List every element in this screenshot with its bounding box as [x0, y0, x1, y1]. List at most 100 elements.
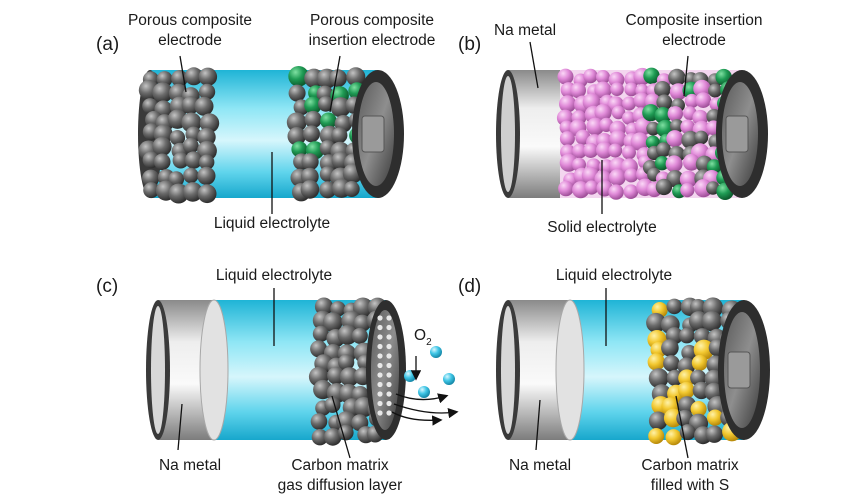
electrode-particle	[331, 127, 348, 144]
electrode-particle	[655, 178, 673, 196]
panel-a-lead-right	[329, 55, 341, 113]
solid-electrolyte-particle	[608, 184, 624, 200]
panel-c-label-top: Liquid electrolyte	[216, 267, 332, 284]
electrode-particle	[654, 156, 670, 171]
solid-electrolyte-particle	[583, 68, 598, 84]
electrode-particle	[304, 110, 322, 129]
solid-electrolyte-particle	[594, 103, 612, 122]
carbon-particle	[337, 325, 358, 345]
solid-electrolyte-particle	[584, 180, 599, 195]
carbon-particle	[324, 396, 341, 413]
carbon-particle	[197, 184, 217, 204]
panel-a-insertion-electrode	[286, 66, 367, 202]
panel-c-gas-label: O2	[414, 327, 432, 348]
carbon-particle	[199, 154, 215, 170]
carbon-particle	[312, 325, 329, 342]
panel-a-label-bottom: Liquid electrolyte	[214, 215, 330, 232]
electrode-particle	[656, 94, 673, 111]
electrode-particle	[301, 153, 319, 171]
panel-d-lead-left	[535, 399, 541, 451]
cap-hole	[386, 391, 392, 397]
solid-electrolyte-particle	[586, 117, 605, 136]
electrode-particle	[694, 130, 709, 145]
oxygen-molecule	[430, 346, 442, 358]
panel-d: (d) Liquid electrolyte Na metal Carbon m…	[458, 267, 770, 494]
carbon-particle	[322, 312, 343, 333]
panel-d-tag: (d)	[458, 276, 481, 297]
electrode-particle	[320, 112, 337, 130]
panel-c-cap-holes	[377, 315, 392, 416]
electrode-particle	[680, 183, 695, 198]
solid-electrolyte-particle	[609, 169, 626, 186]
cap-hole	[386, 343, 392, 350]
carbon-sulfur-particle	[707, 409, 724, 426]
carbon-particle	[142, 169, 160, 187]
panel-d-label-bottom-2: filled with S	[651, 477, 729, 494]
electrode-particle	[695, 92, 712, 108]
carbon-particle	[183, 167, 199, 184]
cap-hole	[377, 353, 383, 359]
panel-a-label-right-2: insertion electrode	[309, 32, 436, 49]
panel-b-label-right-2: electrode	[662, 32, 726, 49]
panel-b-label-left: Na metal	[494, 22, 556, 39]
solid-electrolyte-particle	[558, 180, 574, 197]
electrode-particle	[669, 83, 687, 101]
panel-b-lead-right	[683, 55, 689, 97]
carbon-sulfur-particle	[648, 411, 668, 431]
carbon-sulfur-particle	[678, 381, 695, 399]
oxygen-arrow-2	[393, 403, 459, 419]
solid-electrolyte-particle	[622, 96, 637, 111]
carbon-particle	[353, 314, 371, 332]
carbon-particle	[199, 83, 216, 100]
cap-hole	[377, 400, 383, 407]
cap-hole	[377, 315, 383, 321]
panel-a-label-left-2: electrode	[158, 32, 222, 49]
cap-hole	[377, 381, 383, 388]
panel-d-label-left: Na metal	[509, 457, 571, 474]
oxygen-arrow-1	[395, 393, 449, 404]
electrode-particle	[318, 96, 334, 112]
carbon-particle	[199, 113, 220, 133]
panel-b-label-bottom: Solid electrolyte	[547, 219, 656, 236]
carbon-particle	[182, 137, 199, 154]
electrode-particle	[679, 170, 698, 188]
oxygen-arrow-3	[391, 411, 443, 426]
panel-c-label-bottom-1: Carbon matrix	[291, 457, 389, 474]
cap-hole	[377, 362, 383, 369]
cap-hole	[377, 343, 383, 350]
panel-b-label-right-1: Composite insertion	[626, 12, 763, 29]
carbon-sulfur-particle	[690, 401, 707, 417]
carbon-sulfur-particle	[666, 369, 684, 386]
solid-electrolyte-particle	[596, 70, 610, 84]
cap-hole	[386, 381, 392, 388]
carbon-sulfur-particle	[663, 355, 680, 372]
solid-electrolyte-particle	[624, 82, 639, 97]
solid-electrolyte-particle	[594, 81, 612, 99]
carbon-sulfur-particle	[693, 339, 715, 360]
carbon-sulfur-particle	[648, 368, 669, 388]
electrode-particle	[645, 135, 660, 150]
electrode-particle	[319, 181, 337, 199]
panel-d-label-top: Liquid electrolyte	[556, 267, 672, 284]
electrode-particle	[300, 167, 319, 186]
carbon-particle	[197, 127, 216, 147]
electrode-particle	[654, 107, 672, 124]
cap-hole	[386, 362, 392, 369]
carbon-sulfur-particle	[705, 425, 723, 443]
electrode-particle	[287, 127, 306, 146]
carbon-particle	[153, 153, 171, 171]
electrode-particle	[329, 69, 347, 88]
solid-electrolyte-particle	[630, 132, 649, 151]
carbon-particle	[183, 182, 203, 202]
solid-electrolyte-particle	[622, 111, 636, 125]
electrode-particle	[291, 141, 308, 158]
panel-a: (a) Porous composite electrode Porous co…	[96, 12, 435, 232]
electrode-particle	[684, 93, 700, 109]
electrode-particle	[343, 181, 360, 197]
electrode-particle	[330, 97, 351, 118]
carbon-sulfur-particle	[691, 354, 708, 371]
electrode-particle	[300, 180, 320, 199]
solid-electrolyte-particle	[623, 184, 639, 199]
panel-d-label-bottom-1: Carbon matrix	[641, 457, 739, 474]
solid-electrolyte-particle	[622, 145, 636, 160]
